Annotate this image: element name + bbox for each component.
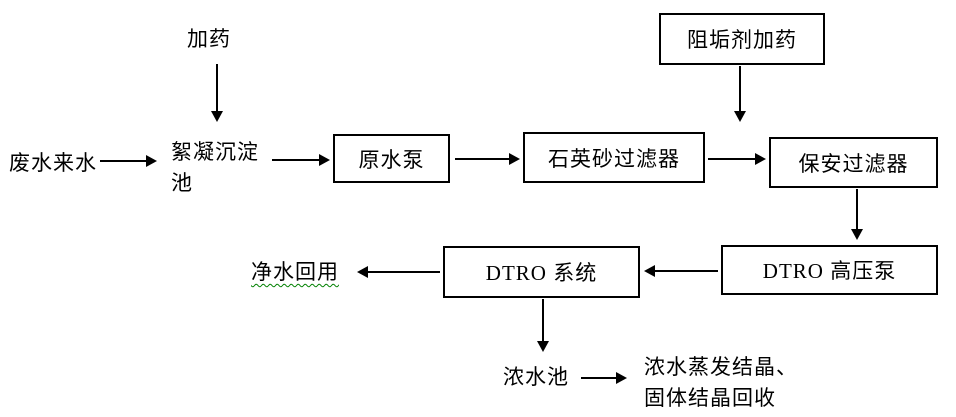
arrow-dtro-system-to-concentrate-tank	[542, 299, 544, 341]
arrow-flocculation-tank-to-raw-water-pump	[272, 159, 319, 161]
arrow-dosing-to-flocculation-tank	[216, 64, 218, 111]
clean-water-reuse-text: 净水回用	[251, 260, 339, 284]
arrow-concentrate-tank-to-disposal	[581, 377, 616, 379]
label-dosing: 加药	[187, 27, 231, 51]
label-concentrate-disposal: 浓水蒸发结晶、 固体结晶回收	[644, 352, 798, 414]
arrow-antiscalant-to-security-filter	[739, 66, 741, 111]
box-antiscalant-dosing: 阻垢剂加药	[659, 13, 825, 65]
concentrate-disposal-line2: 固体结晶回收	[644, 386, 776, 410]
label-wastewater-inflow: 废水来水	[9, 151, 97, 175]
arrow-quartz-sand-filter-to-security-filter	[708, 158, 755, 160]
flocculation-tank-line2: 池	[171, 171, 193, 195]
box-raw-water-pump: 原水泵	[333, 134, 450, 183]
box-quartz-sand-filter: 石英砂过滤器	[523, 132, 705, 183]
arrow-dtro-pump-to-dtro-system	[655, 270, 718, 272]
arrow-dtro-system-to-clean-water	[368, 271, 440, 273]
label-concentrate-tank: 浓水池	[503, 365, 569, 389]
label-flocculation-tank: 絮凝沉淀 池	[171, 137, 259, 199]
label-clean-water-reuse: 净水回用	[251, 257, 339, 287]
box-dtro-high-pressure-pump: DTRO 高压泵	[721, 245, 938, 295]
flocculation-tank-line1: 絮凝沉淀	[171, 140, 259, 164]
box-dtro-system: DTRO 系统	[443, 246, 640, 298]
arrow-wastewater-to-flocculation-tank	[100, 160, 146, 162]
arrow-security-filter-to-dtro-pump	[856, 189, 858, 229]
box-security-filter: 保安过滤器	[769, 137, 938, 188]
arrow-raw-water-pump-to-quartz-sand-filter	[455, 158, 509, 160]
concentrate-disposal-line1: 浓水蒸发结晶、	[644, 355, 798, 379]
